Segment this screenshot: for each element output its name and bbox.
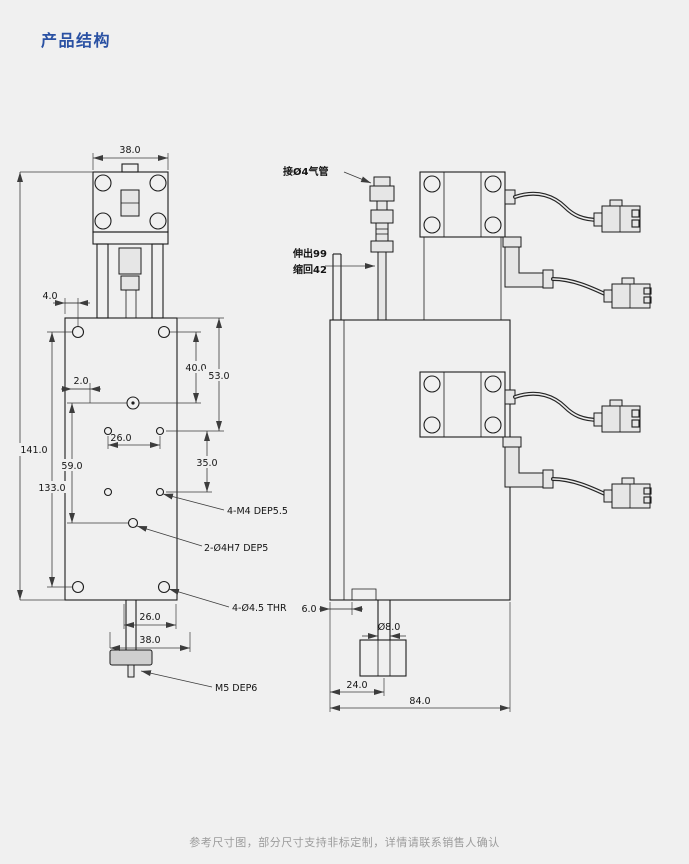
dim-label-body-width: 84.0	[409, 696, 430, 707]
note-stroke-retract: 缩回42	[293, 263, 327, 276]
m4-hole	[155, 487, 165, 497]
note-h7-holes: 2-Ø4H7 DEP5	[204, 543, 268, 554]
connector-plug-2	[603, 277, 652, 309]
bottom-shaft-block	[359, 600, 407, 677]
dim-label-edge-offset: 4.0	[42, 291, 57, 302]
note-m5-thread: M5 DEP6	[215, 683, 257, 694]
dim-label-hole-span-mid: 26.0	[110, 433, 131, 444]
elbow-fitting-2	[502, 436, 554, 489]
slider-block-1	[419, 171, 516, 238]
dim-label-screw-to-hole: 40.0	[185, 363, 206, 374]
connector-plug-1	[593, 199, 641, 233]
corner-screw-hole	[157, 325, 171, 339]
note-stroke-extend: 伸出99	[292, 247, 327, 260]
footer-note: 参考尺寸图，部分尺寸支持非标定制，详情请联系销售人确认	[189, 836, 500, 849]
connector-plug-4	[603, 477, 652, 509]
dim-label-top-width: 38.0	[119, 145, 140, 156]
side-view: 接Ø4气管 伸出99 缩回42	[283, 165, 652, 712]
dim-label-bottom-span-inner: 26.0	[139, 612, 160, 623]
side-annotations: 接Ø4气管 伸出99 缩回42	[283, 165, 375, 276]
cable-2	[551, 277, 609, 297]
piston-rod	[377, 251, 387, 321]
front-top-carriage	[92, 163, 169, 245]
cable-3	[513, 391, 602, 422]
dim-label-screw-span: 133.0	[38, 483, 65, 494]
m4-hole	[103, 487, 113, 497]
dim-label-shaft-offset: 24.0	[346, 680, 367, 691]
corner-screw-hole	[71, 325, 85, 339]
m4-hole	[103, 426, 113, 436]
m4-hole	[155, 426, 165, 436]
note-air-tube: 接Ø4气管	[283, 165, 328, 178]
dim-label-hole-offset: 2.0	[73, 376, 88, 387]
corner-screw-hole	[157, 580, 171, 594]
dim-label-step: 6.0	[301, 604, 316, 615]
dim-label-bottom-span-outer: 38.0	[139, 635, 160, 646]
air-fitting	[369, 176, 395, 321]
dim-label-plate-to-hole: 53.0	[208, 371, 229, 382]
front-dimensions: 38.0 141.0 133.0 59.0	[16, 145, 235, 652]
front-leader-notes: 4-M4 DEP5.5 2-Ø4H7 DEP5 4-Ø4.5 THR M5 DE…	[136, 493, 288, 694]
elbow-fitting-1	[502, 236, 554, 289]
connector-plug-3	[593, 399, 641, 433]
cable-4	[551, 477, 609, 497]
page-title: 产品结构	[41, 31, 112, 50]
note-m4-holes: 4-M4 DEP5.5	[227, 506, 288, 517]
dim-label-shaft-dia: Ø8.0	[378, 622, 401, 633]
side-dimensions: 6.0 Ø8.0 24.0 84.0	[301, 602, 511, 712]
front-coupling	[118, 247, 142, 318]
dim-label-overall-height: 141.0	[20, 445, 47, 456]
front-view: 38.0 141.0 133.0 59.0	[16, 145, 288, 694]
note-thru-holes: 4-Ø4.5 THR	[232, 603, 287, 614]
dim-label-hole-row-span: 35.0	[196, 458, 217, 469]
cable-1	[513, 191, 602, 222]
corner-screw-hole	[71, 580, 85, 594]
guide-rod	[332, 253, 342, 320]
dowel-hole	[127, 517, 139, 529]
dim-label-center-hole-span: 59.0	[61, 461, 82, 472]
slider-block-2	[419, 371, 516, 438]
